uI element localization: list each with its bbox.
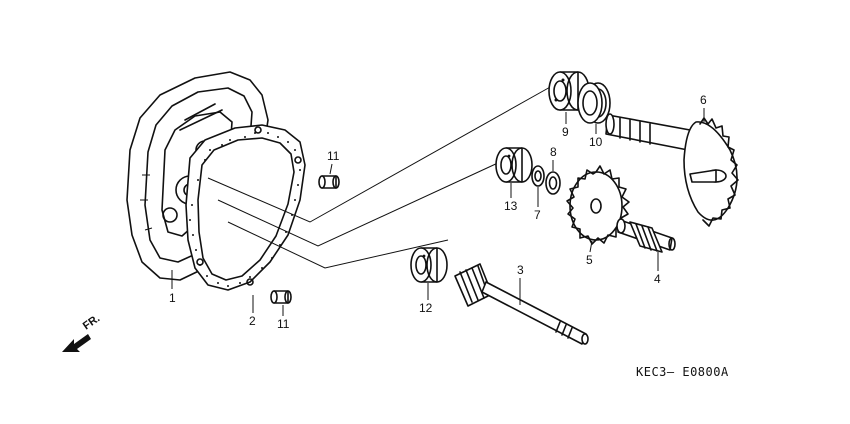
countershaft-4 <box>616 218 676 253</box>
countershaft-gear-5 <box>566 165 630 245</box>
front-direction-label: FR. <box>81 312 102 332</box>
callouts: 1 2 11 11 9 10 6 8 13 7 5 4 3 12 <box>169 93 707 331</box>
drawing-reference-code: KEC3— E0800A <box>636 365 729 379</box>
washer-8 <box>545 171 561 195</box>
callout-7: 7 <box>534 208 541 222</box>
final-shaft-gear-6 <box>605 113 739 227</box>
front-direction-indicator: FR. <box>62 312 102 352</box>
callout-4: 4 <box>654 272 661 286</box>
front-arrow-icon <box>62 334 91 352</box>
callout-8: 8 <box>550 145 557 159</box>
dowel-pin-lower <box>270 290 292 304</box>
callout-10: 10 <box>589 135 603 149</box>
case-gasket <box>185 124 306 291</box>
bearing-13 <box>495 147 533 183</box>
callout-2: 2 <box>249 314 256 328</box>
dowel-pin-upper <box>318 175 340 189</box>
oil-seal-10 <box>577 82 611 124</box>
callout-6: 6 <box>700 93 707 107</box>
drive-shaft-3 <box>454 263 589 345</box>
washer-7 <box>531 165 545 187</box>
bearing-12 <box>410 247 448 283</box>
callout-13: 13 <box>504 199 518 213</box>
callout-9: 9 <box>562 125 569 139</box>
callout-3: 3 <box>517 263 524 277</box>
callout-12: 12 <box>419 301 433 315</box>
callout-11-lower: 11 <box>277 317 290 331</box>
callout-1: 1 <box>169 291 176 305</box>
callout-5: 5 <box>586 253 593 267</box>
assembly-guide-lines <box>207 85 553 269</box>
callout-11-upper: 11 <box>327 149 340 163</box>
